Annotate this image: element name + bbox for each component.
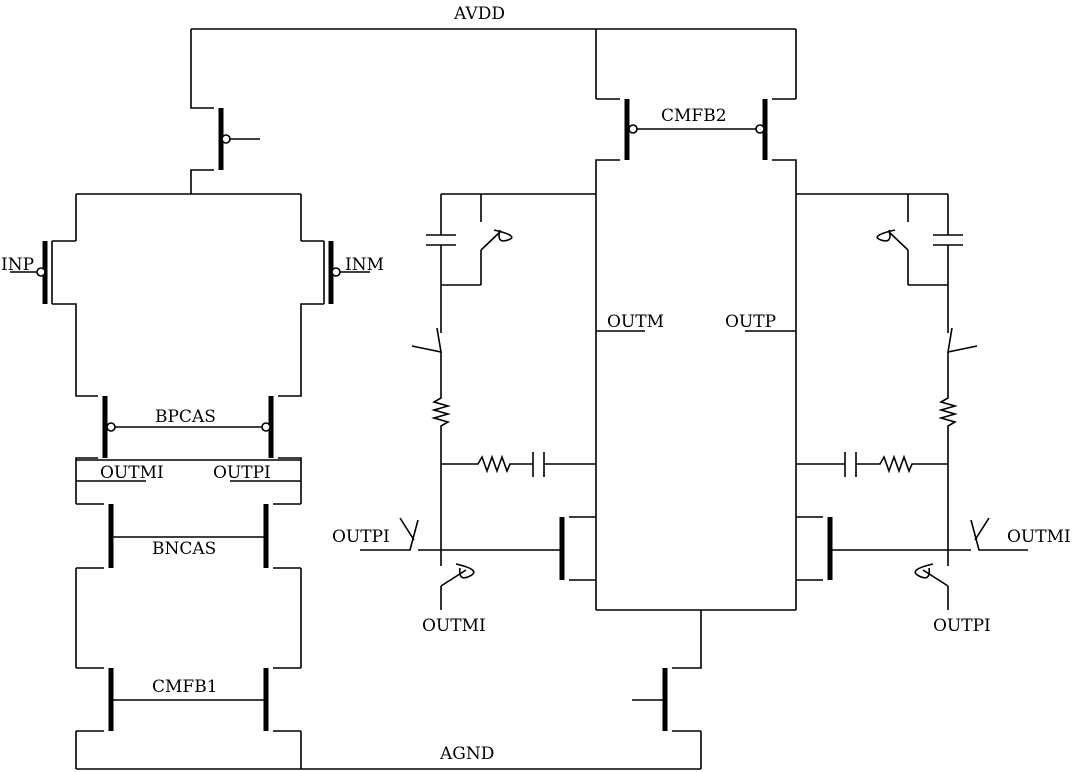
avdd-rail [190, 28, 797, 99]
label-agnd: AGND [439, 744, 494, 764]
label-bpcas: BPCAS [155, 407, 216, 427]
input-pair-tail-wire [75, 193, 302, 241]
label-right-switch-out: OUTPI [933, 616, 991, 636]
label-cmfb2: CMFB2 [661, 106, 727, 126]
tail-pmos-transistor [190, 99, 260, 194]
label-right-switch-in: OUTMI [1007, 527, 1071, 547]
label-inp: INP [1, 255, 34, 275]
label-bncas: BNCAS [152, 539, 216, 559]
second-stage-tail [596, 609, 796, 732]
left-compensation-network [360, 193, 596, 610]
supply-rails [75, 28, 797, 770]
label-left-switch-in: OUTPI [332, 527, 390, 547]
left-output-driver [559, 516, 596, 581]
inm-transistor [300, 240, 370, 390]
cmfb1-current-sinks [76, 667, 301, 732]
right-compensation-network [796, 193, 1028, 610]
first-stage [10, 99, 370, 732]
label-cmfb1: CMFB1 [152, 677, 218, 697]
net-labels: AVDD AGND INP INM BPCAS OUTMI OUTPI BNCA… [1, 4, 1071, 764]
right-output-driver [796, 516, 833, 581]
agnd-rail [75, 731, 702, 770]
label-outpi-first-stage: OUTPI [213, 463, 271, 483]
first-stage-output-nodes [75, 459, 302, 504]
label-outm: OUTM [607, 312, 664, 332]
bncas-cascode-pair [75, 503, 302, 668]
label-outp: OUTP [725, 312, 776, 332]
inp-transistor [10, 240, 77, 390]
label-avdd: AVDD [453, 4, 505, 24]
label-outmi-first-stage: OUTMI [100, 463, 164, 483]
cmfb2-pmos-loads [595, 98, 797, 610]
label-inm: INM [345, 255, 384, 275]
second-stage [559, 98, 833, 732]
bpcas-cascode-pair [75, 390, 302, 460]
label-left-switch-out: OUTMI [422, 616, 486, 636]
